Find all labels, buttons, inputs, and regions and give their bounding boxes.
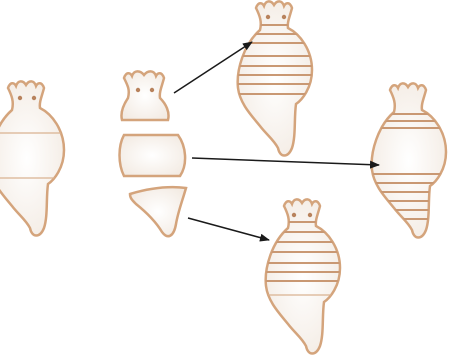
- piece-head: [121, 71, 168, 120]
- piece-middle: [120, 135, 186, 176]
- eye-dot-right: [150, 88, 154, 92]
- eye-dot-right: [32, 96, 36, 100]
- result-figure-top: [234, 1, 314, 155]
- eye-dot-right: [282, 15, 286, 19]
- eye-dot-left: [292, 213, 296, 217]
- eye-dot-left: [136, 88, 140, 92]
- original-figure: [0, 81, 66, 235]
- arrow-to-right-figure: [192, 158, 379, 165]
- eye-dot-left: [266, 15, 270, 19]
- result-figure-right: [368, 83, 448, 237]
- eye-dot-right: [308, 213, 312, 217]
- piece-tail: [130, 187, 186, 236]
- eye-dot-left: [18, 96, 22, 100]
- arrow-to-bottom-figure: [188, 218, 269, 240]
- result-figure-bottom: [262, 199, 342, 353]
